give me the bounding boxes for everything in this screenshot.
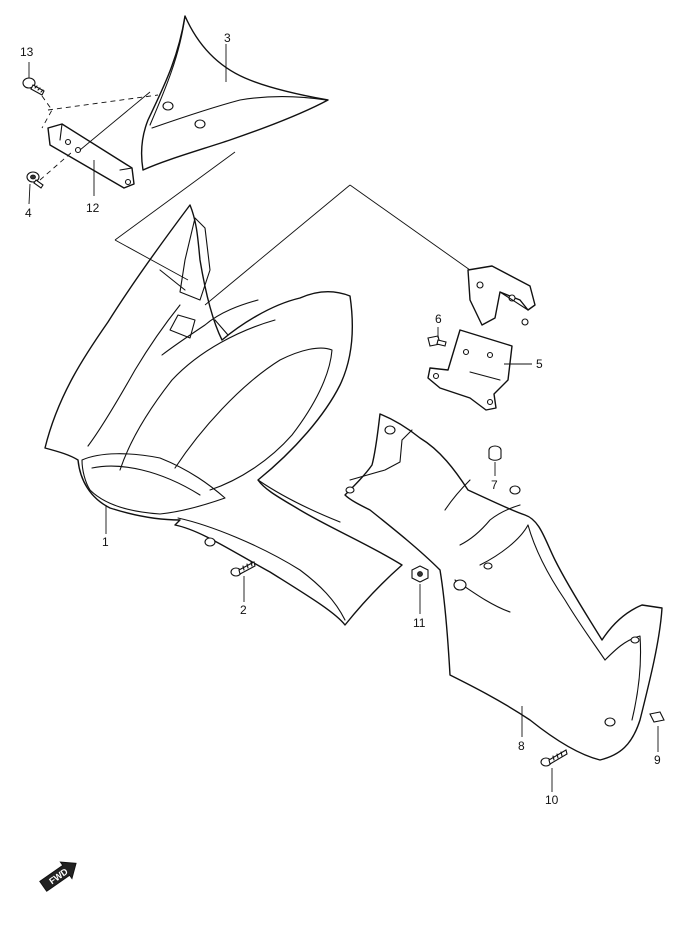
screw-part-4 <box>26 171 44 189</box>
callout-7: 7 <box>491 478 498 492</box>
callout-8: 8 <box>518 739 525 753</box>
callout-4: 4 <box>25 206 32 220</box>
callout-6: 6 <box>435 312 442 326</box>
mount-plate-part-5 <box>427 329 513 411</box>
upper-cowling-part-1 <box>44 204 403 626</box>
callout-5: 5 <box>536 357 543 371</box>
leader-lines <box>28 44 659 792</box>
callout-1: 1 <box>102 535 109 549</box>
callout-labels: 13 3 4 12 6 5 7 1 2 11 8 9 10 <box>20 31 661 807</box>
callout-13: 13 <box>20 45 34 59</box>
nut-part-11 <box>411 565 429 583</box>
fwd-arrow-icon: FWD <box>39 861 77 892</box>
lower-cowling-part-8 <box>344 413 663 761</box>
callout-12: 12 <box>86 201 100 215</box>
grommet-part-7 <box>488 445 502 461</box>
bolt-part-6 <box>427 335 447 347</box>
callout-9: 9 <box>654 753 661 767</box>
stay-bracket <box>467 265 536 326</box>
callout-2: 2 <box>240 603 247 617</box>
screw-part-10 <box>540 749 568 767</box>
callout-3: 3 <box>224 31 231 45</box>
screw-part-2 <box>230 561 256 577</box>
callout-11: 11 <box>413 616 426 630</box>
bracket-part-12 <box>47 123 135 189</box>
clip-part-9 <box>649 711 665 723</box>
callout-10: 10 <box>545 793 559 807</box>
bolt-part-13 <box>22 77 45 96</box>
windscreen-part-3 <box>140 15 329 171</box>
